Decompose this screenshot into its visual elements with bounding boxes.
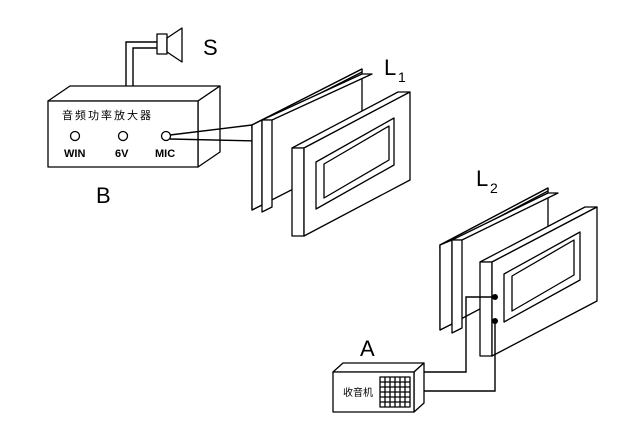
coil-l2 (439, 187, 598, 357)
port-6v (117, 130, 129, 142)
coil-l1 (251, 68, 411, 237)
port-win-label: WIN (64, 148, 85, 160)
coil-l1-label: L (384, 55, 396, 80)
port-mic (160, 130, 172, 142)
coil-l2-sub: 2 (490, 180, 498, 196)
radio-label-a: A (360, 336, 375, 361)
radio-label: 收音机 (343, 386, 373, 399)
port-win (69, 130, 81, 142)
amplifier-ports (69, 130, 172, 142)
amplifier-label: B (96, 183, 111, 208)
coil-l2-label: L (476, 166, 488, 191)
port-mic-label: MIC (155, 148, 175, 160)
speaker (125, 27, 183, 88)
coil-l1-sub: 1 (398, 69, 406, 85)
radio-box (332, 362, 425, 413)
amplifier-title: 音频功率放大器 (62, 108, 153, 122)
port-6v-label: 6V (115, 148, 129, 160)
speaker-label: S (203, 35, 218, 60)
